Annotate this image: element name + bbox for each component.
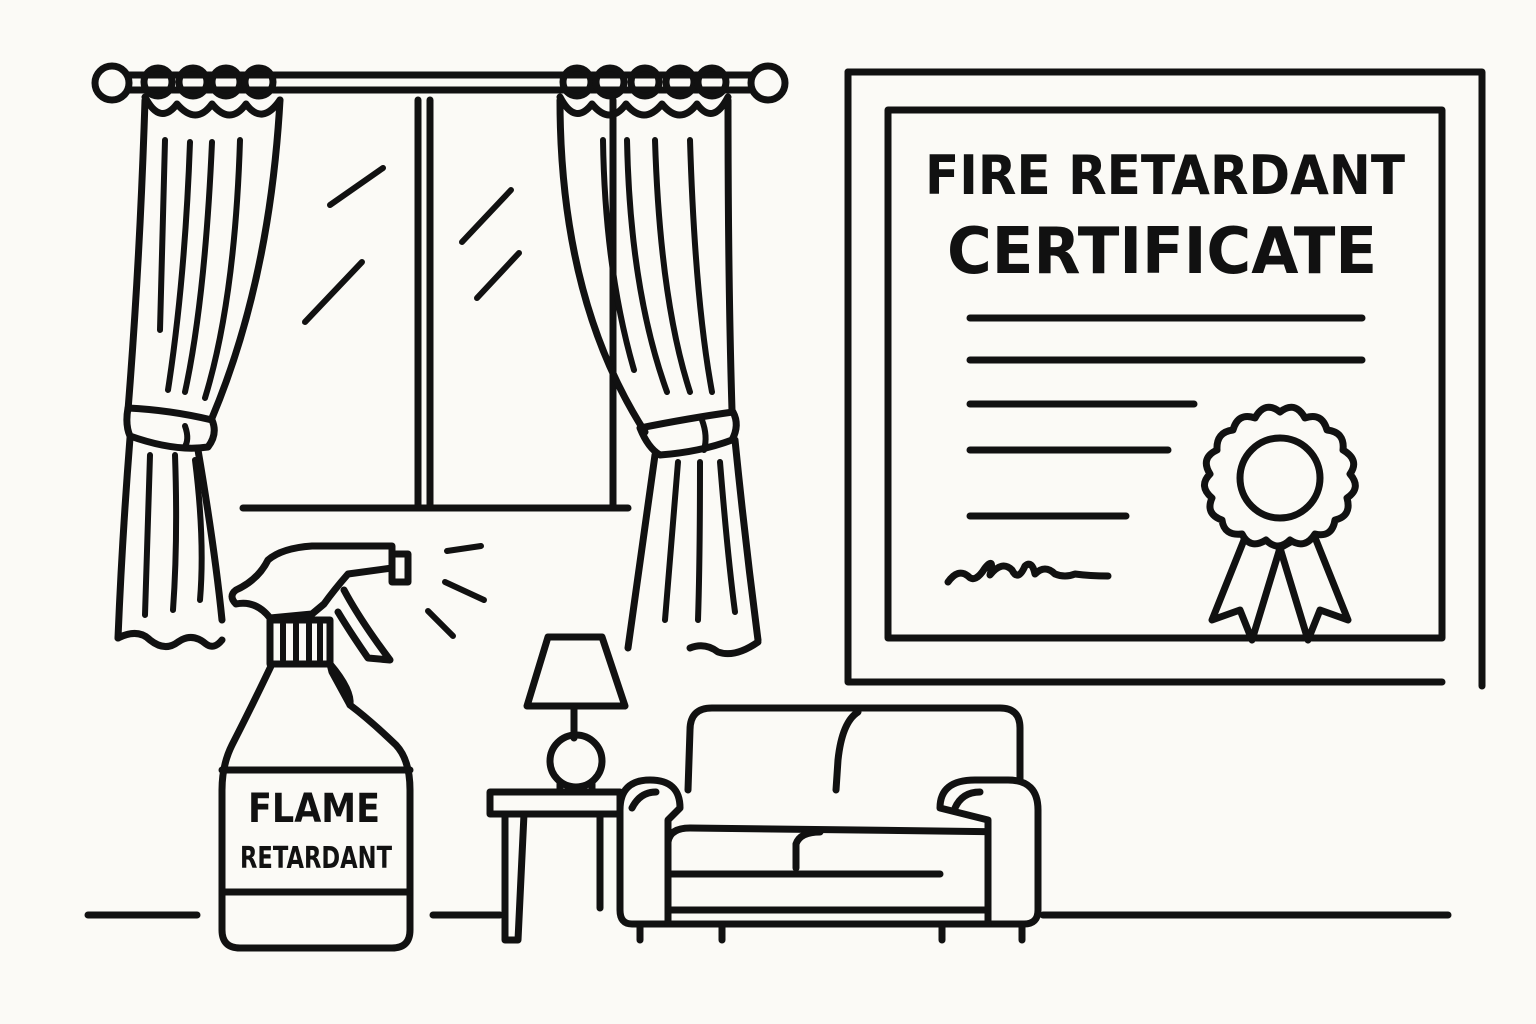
certificate-title-line2: CERTIFICATE xyxy=(947,215,1377,289)
curtain-left-icon xyxy=(114,64,284,650)
table-lamp-icon xyxy=(523,633,629,796)
spray-bottle-icon xyxy=(218,542,487,952)
certificate-frame-icon xyxy=(844,68,1486,690)
sofa-icon xyxy=(616,704,1042,944)
curtain-rod-icon xyxy=(91,62,789,104)
window-icon xyxy=(239,96,632,512)
spray-bottle-label-line1: FLAME xyxy=(248,786,380,832)
side-table-icon xyxy=(486,788,624,944)
spray-bottle-label-line2: RETARDANT xyxy=(240,841,392,876)
curtain-right-icon xyxy=(556,64,762,658)
certificate-title-line1: FIRE RETARDANT xyxy=(925,144,1405,207)
award-ribbon-icon xyxy=(1201,403,1359,644)
